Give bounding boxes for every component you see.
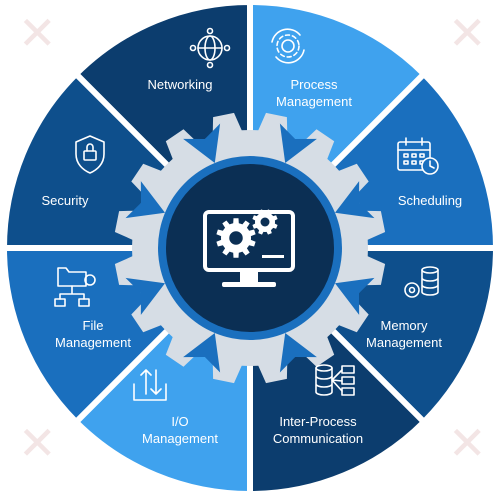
globe-network-icon (189, 27, 231, 69)
label-networking: Networking (147, 77, 213, 92)
arrow-inward (125, 181, 166, 219)
label-io-management: I/O Management (142, 414, 218, 446)
watermark-mark: ✕ (18, 6, 57, 60)
folder-tree-icon (54, 267, 96, 307)
database-gear-icon (404, 266, 439, 298)
shield-lock-icon (75, 135, 105, 174)
arrow-inward (279, 332, 317, 373)
calendar-clock-icon (397, 137, 439, 175)
label-file-management: File Management (55, 318, 131, 350)
monitor-gears-icon (203, 209, 295, 287)
label-scheduling: Scheduling (397, 193, 463, 208)
arrow-inward (183, 332, 221, 373)
label-inter-process-communication: Inter-Process Communication (272, 414, 364, 446)
arrow-inward (334, 277, 375, 315)
arrow-inward (279, 123, 317, 164)
database-flow-icon (315, 364, 355, 396)
watermark-mark: ✕ (448, 416, 487, 470)
gear-cycle-icon (271, 28, 305, 64)
watermark-mark: ✕ (18, 416, 57, 470)
label-security: Security (41, 193, 89, 208)
arrow-inward (125, 277, 166, 315)
arrow-inward (183, 123, 221, 164)
arrow-inward (334, 181, 375, 219)
hub (166, 164, 334, 332)
label-memory-management: Memory Management (366, 318, 442, 350)
label-process-management: Process Management (276, 77, 352, 109)
io-arrows-icon (133, 369, 167, 401)
watermark-mark: ✕ (448, 6, 487, 60)
